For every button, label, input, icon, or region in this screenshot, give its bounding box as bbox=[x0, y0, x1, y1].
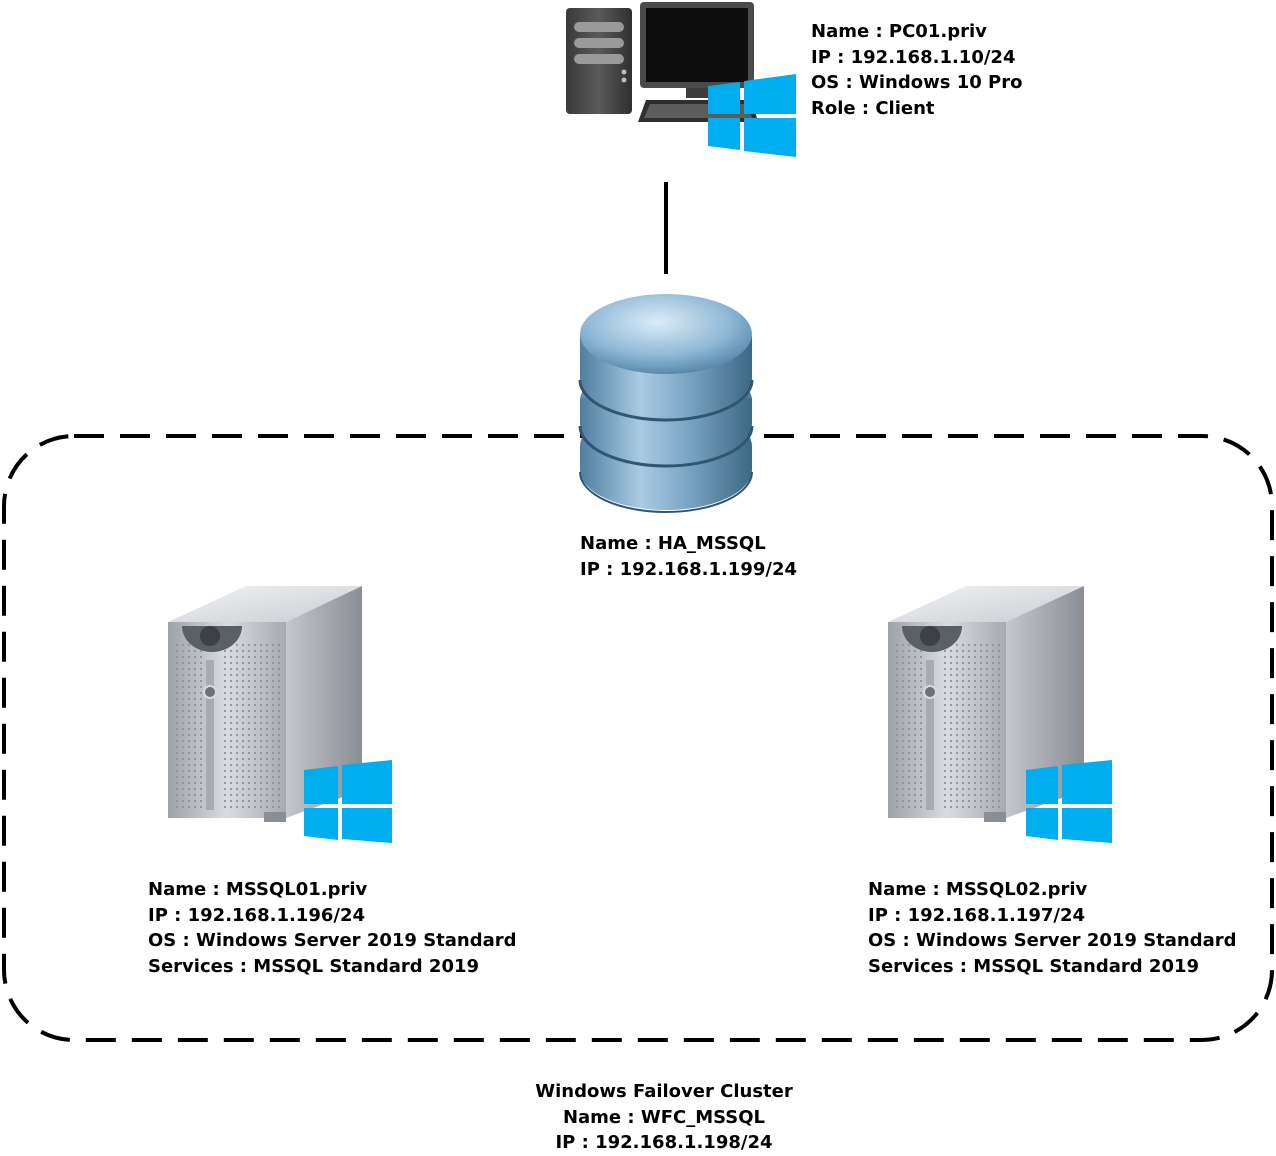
windows-logo-icon bbox=[304, 760, 392, 843]
node2-ip: IP : 192.168.1.197/24 bbox=[868, 904, 1086, 926]
client-pc-icon bbox=[566, 2, 796, 157]
server-2-icon bbox=[888, 586, 1112, 843]
node2-os: OS : Windows Server 2019 Standard bbox=[868, 930, 1237, 951]
server-1-icon bbox=[168, 586, 392, 843]
client-os: OS : Windows 10 Pro bbox=[811, 72, 1023, 93]
cluster-label: Windows Failover Cluster Name : WFC_MSSQ… bbox=[464, 1079, 864, 1156]
node1-services: Services : MSSQL Standard 2019 bbox=[148, 955, 480, 977]
client-label: Name : PC01.priv IP : 192.168.1.10/24 OS… bbox=[811, 19, 1022, 121]
node2-name: Name : MSSQL02.priv bbox=[868, 879, 1088, 900]
windows-logo-icon bbox=[1026, 760, 1112, 843]
client-name: Name : PC01.priv bbox=[811, 21, 987, 42]
node1-label: Name : MSSQL01.priv IP : 192.168.1.196/2… bbox=[148, 877, 517, 979]
windows-logo-icon bbox=[708, 74, 796, 157]
client-role: Role : Client bbox=[811, 97, 935, 119]
node2-label: Name : MSSQL02.priv IP : 192.168.1.197/2… bbox=[868, 877, 1237, 979]
listener-name: Name : HA_MSSQL bbox=[580, 533, 766, 554]
listener-label: Name : HA_MSSQL IP : 192.168.1.199/24 bbox=[580, 531, 797, 582]
database-icon bbox=[578, 294, 754, 513]
cluster-title: Windows Failover Cluster bbox=[535, 1081, 793, 1102]
node1-ip: IP : 192.168.1.196/24 bbox=[148, 904, 366, 926]
cluster-ip: IP : 192.168.1.198/24 bbox=[555, 1132, 773, 1153]
cluster-name: Name : WFC_MSSQL bbox=[562, 1106, 766, 1128]
node1-name: Name : MSSQL01.priv bbox=[148, 879, 368, 900]
node1-os: OS : Windows Server 2019 Standard bbox=[148, 930, 517, 951]
listener-ip: IP : 192.168.1.199/24 bbox=[580, 558, 798, 580]
client-ip: IP : 192.168.1.10/24 bbox=[811, 46, 1016, 68]
node2-services: Services : MSSQL Standard 2019 bbox=[868, 955, 1200, 977]
